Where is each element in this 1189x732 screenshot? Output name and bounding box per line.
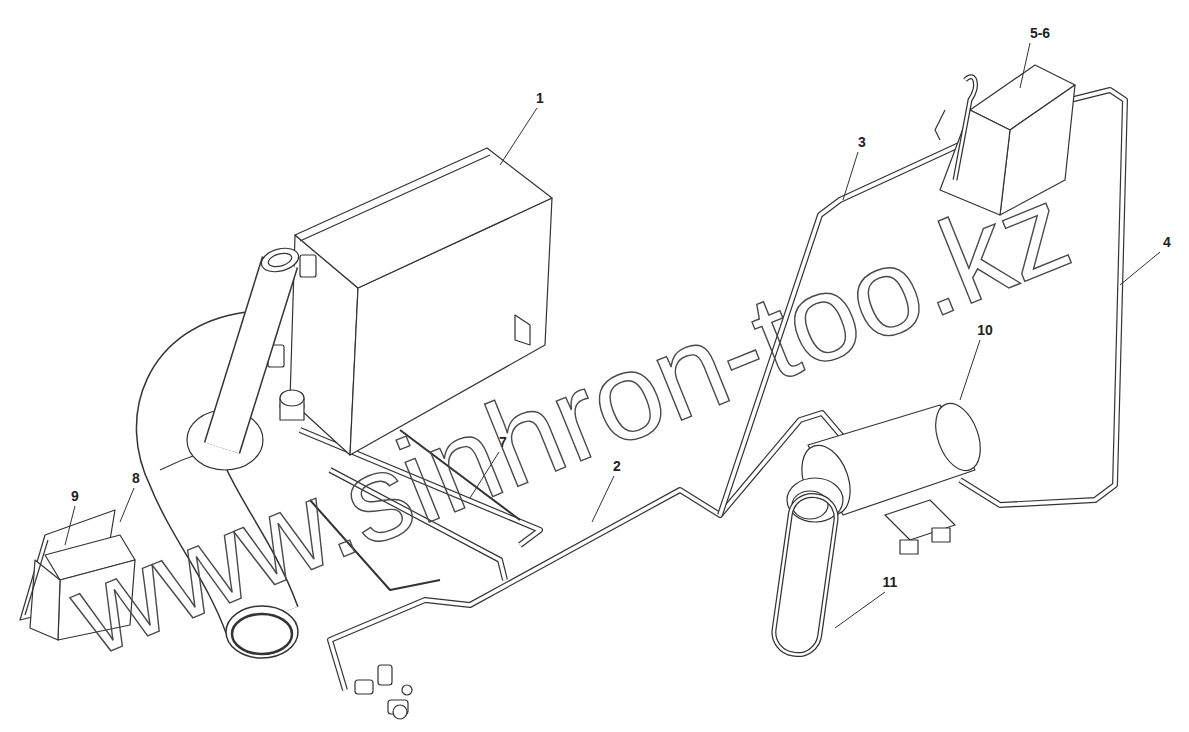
intake-pipe: [222, 244, 301, 448]
callout-number: 4: [1163, 235, 1171, 249]
callout-number: 10: [977, 323, 993, 337]
muffler: [787, 397, 989, 522]
bracket: [771, 493, 955, 658]
fittings: [355, 665, 412, 719]
callout-number: 9: [71, 489, 79, 503]
callout-number: 3: [858, 135, 866, 149]
callout-number: 11: [883, 575, 898, 589]
callout-number: 5-6: [1030, 26, 1050, 40]
callout-number: 8: [132, 471, 140, 485]
callout-number: 1: [536, 91, 544, 105]
